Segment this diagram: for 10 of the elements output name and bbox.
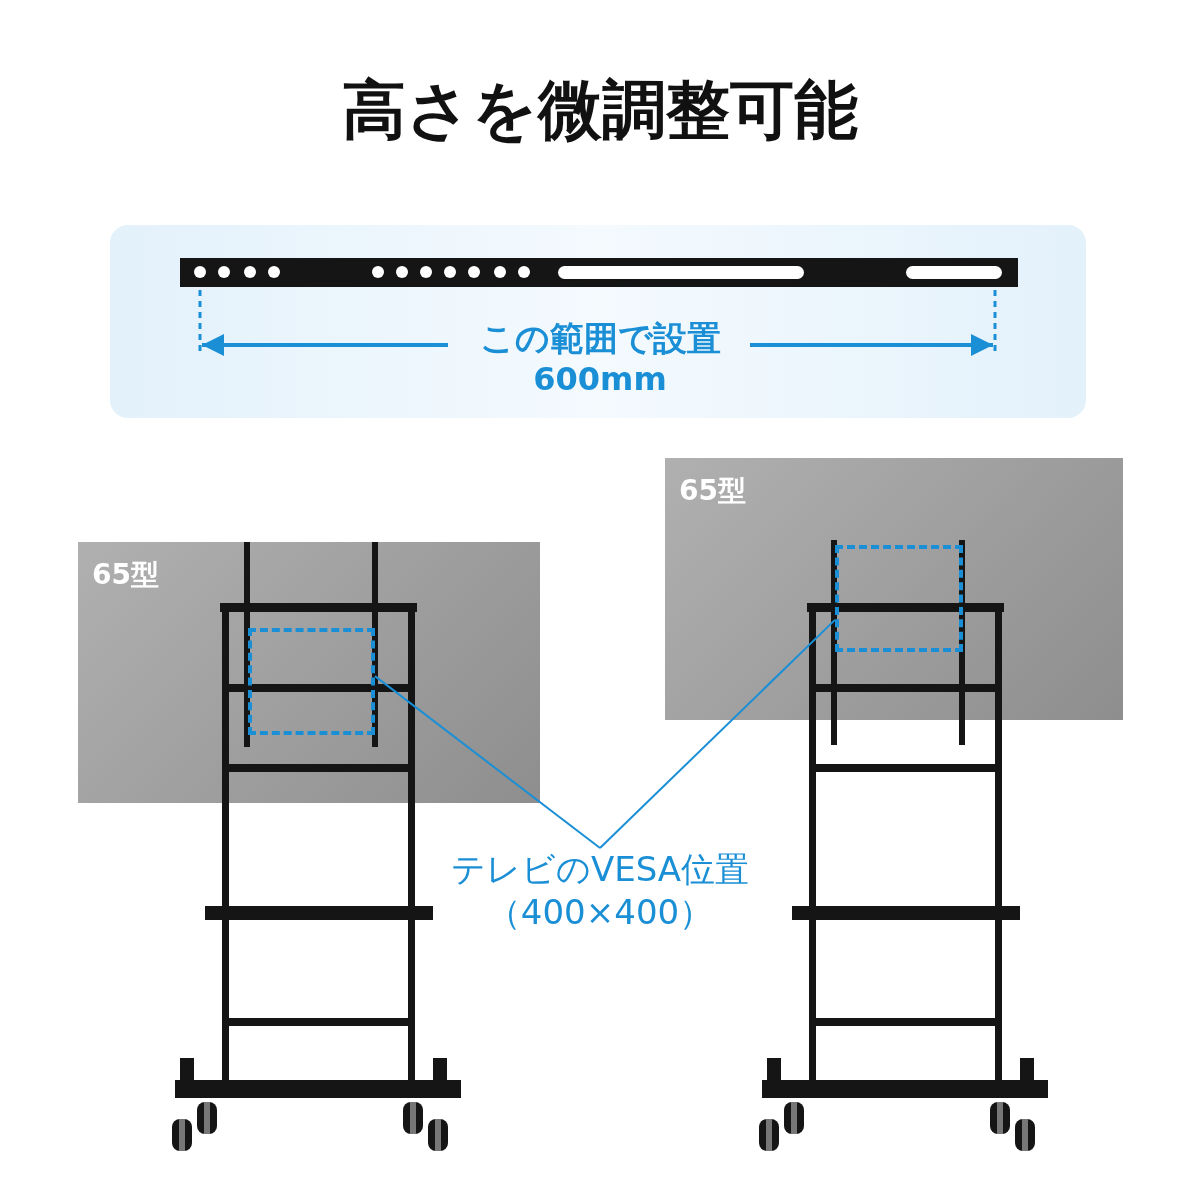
title: 高さを微調整可能 <box>341 72 859 149</box>
leader-line <box>374 675 601 849</box>
tv-screen <box>78 542 540 803</box>
size-label: 65型 <box>92 557 159 593</box>
dimension-label: この範囲で設置 <box>478 318 722 359</box>
leader-line <box>599 618 836 849</box>
callout-text: テレビのVESA位置（400×400） <box>415 848 785 933</box>
tv-screen <box>665 458 1123 720</box>
size-label: 65型 <box>679 473 746 509</box>
dimension-value: 600mm <box>532 360 668 399</box>
